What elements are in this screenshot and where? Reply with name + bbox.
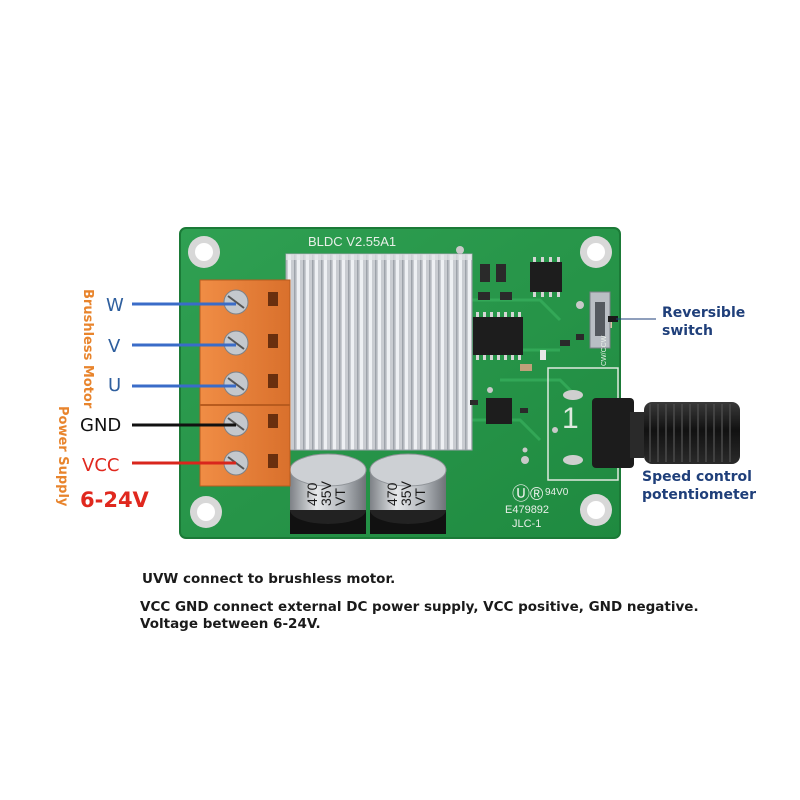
driver-ic — [473, 312, 523, 360]
terminal-screw-u[interactable] — [223, 371, 249, 397]
mounting-hole-bottom-right — [580, 494, 612, 526]
mosfet-ic — [530, 257, 562, 297]
power-supply-label: Power Supply — [55, 406, 70, 507]
capacitor-right-label-2: 35V — [398, 480, 414, 506]
capacitor-right: 470 35V VT — [369, 453, 447, 534]
capacitor-left: 470 35V VT — [289, 453, 367, 534]
switch-marking: CW/CCW — [601, 335, 608, 366]
mounting-hole-top-left — [188, 236, 220, 268]
brushless-motor-label: Brushless Motor — [80, 289, 95, 409]
board-rating-label: 94V0 — [545, 487, 569, 498]
mounting-hole-top-right — [580, 236, 612, 268]
terminal-screw-v[interactable] — [223, 330, 249, 356]
heatsink — [285, 253, 473, 451]
note-uvw: UVW connect to brushless motor. — [142, 571, 396, 587]
capacitor-left-label-2: 35V — [318, 480, 334, 506]
wire-label-v: V — [108, 336, 121, 357]
mounting-hole-bottom-left — [190, 496, 222, 528]
board-cert-label: E479892 — [505, 504, 549, 516]
terminal-block — [199, 279, 291, 487]
wire-label-w: W — [106, 295, 124, 316]
wire-label-gnd: GND — [80, 415, 122, 436]
switch-callout: Reversible switch — [662, 305, 746, 339]
capacitor-right-label-1: 470 — [384, 482, 400, 506]
speed-potentiometer[interactable] — [563, 390, 740, 468]
capacitor-left-label-3: VT — [332, 488, 348, 506]
capacitor-left-label-1: 470 — [304, 482, 320, 506]
svg-text:1: 1 — [562, 402, 579, 435]
board-model-label: BLDC V2.55A1 — [308, 234, 396, 249]
note-voltage: Voltage between 6-24V. — [140, 616, 321, 632]
voltage-label: 6-24V — [80, 488, 149, 512]
wire-label-u: U — [108, 375, 122, 396]
potentiometer-callout: Speed control potentiometer — [642, 469, 757, 503]
ul-mark: Ⓤ® — [512, 484, 543, 504]
terminal-screw-w[interactable] — [223, 289, 249, 315]
mcu-ic — [486, 398, 512, 424]
note-power: VCC GND connect external DC power supply… — [140, 599, 699, 615]
reversible-switch[interactable]: CW/CCW — [589, 291, 618, 366]
capacitor-right-label-3: VT — [412, 488, 428, 506]
board-fab-label: JLC-1 — [512, 518, 541, 530]
wire-label-vcc: VCC — [82, 455, 120, 476]
